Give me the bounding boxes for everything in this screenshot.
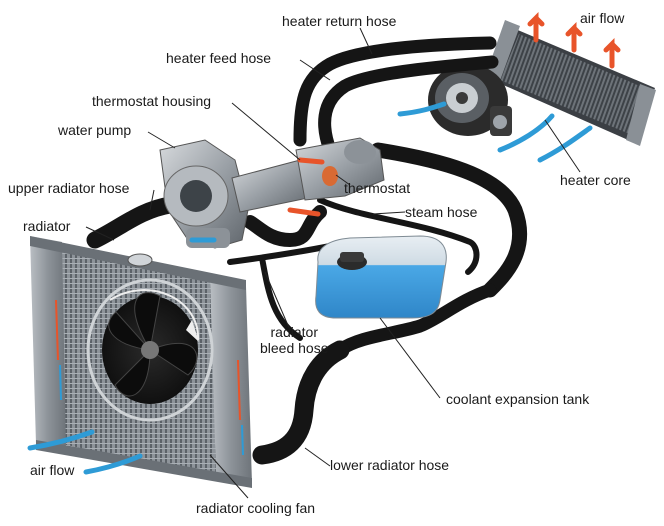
water-pump bbox=[159, 139, 249, 249]
radiator bbox=[30, 236, 252, 488]
bypass-hose-path bbox=[243, 205, 327, 247]
thermostat-valve bbox=[322, 166, 338, 186]
label-steam-hose: steam hose bbox=[405, 204, 478, 220]
label-thermostat-housing: thermostat housing bbox=[92, 93, 212, 109]
label-heater-feed-hose: heater feed hose bbox=[166, 50, 272, 66]
label-upper-radiator-hose: upper radiator hose bbox=[8, 180, 130, 196]
hoses bbox=[86, 36, 528, 465]
label-radiator-bleed-hose: radiator bleed hose bbox=[260, 324, 329, 356]
heater-blower bbox=[428, 64, 512, 136]
label-heater-return-hose: heater return hose bbox=[282, 13, 397, 29]
coolant-expansion-tank bbox=[315, 235, 447, 319]
radiator-cooling-fan bbox=[86, 278, 214, 422]
thermostat-housing bbox=[231, 137, 385, 213]
tank-outlet-hose-path bbox=[333, 283, 497, 357]
heater-outlet-hose-path bbox=[370, 142, 528, 298]
label-thermostat: thermostat bbox=[344, 180, 411, 196]
leader-lines bbox=[85, 27, 581, 499]
steam-hose-path bbox=[317, 197, 480, 275]
lower-radiator-hose-path bbox=[252, 340, 350, 465]
label-lower-radiator-hose: lower radiator hose bbox=[330, 457, 450, 473]
label-water-pump: water pump bbox=[58, 122, 132, 138]
label-radiator: radiator bbox=[23, 218, 71, 234]
label-radiator-cooling-fan: radiator cooling fan bbox=[196, 500, 316, 516]
flow-arrows bbox=[27, 11, 621, 475]
label-air-flow-top: air flow bbox=[580, 10, 625, 26]
label-heater-core: heater core bbox=[560, 172, 631, 188]
heater-feed-hose-path bbox=[318, 55, 499, 157]
upper-radiator-hose-path bbox=[86, 196, 179, 249]
label-coolant-expansion-tank: coolant expansion tank bbox=[446, 391, 590, 407]
heater-core bbox=[484, 20, 656, 146]
heater-return-hose-path bbox=[293, 36, 497, 147]
label-air-flow-bottom: air flow bbox=[30, 462, 75, 478]
